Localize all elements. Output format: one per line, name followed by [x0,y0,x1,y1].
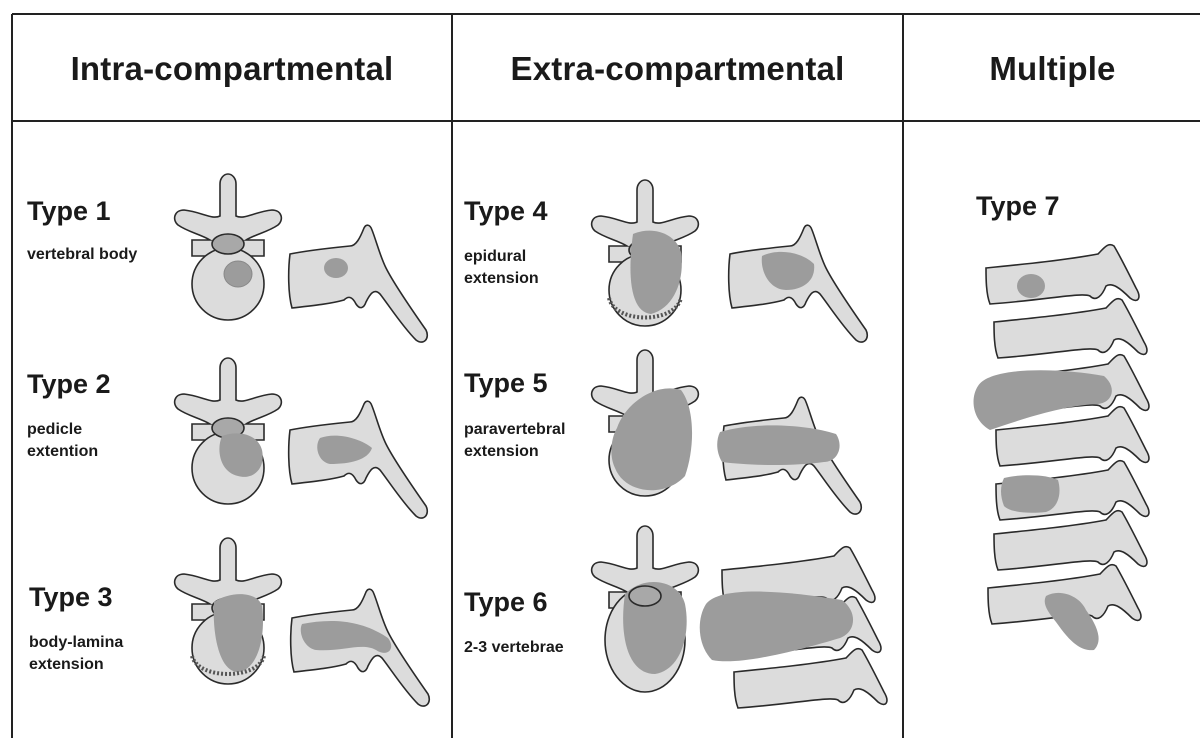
type-5-axial-view [592,350,699,496]
type-3-axial-view [175,538,282,684]
type-2-lateral-view [289,401,428,518]
type-1-lateral-view [289,225,428,342]
type-2-axial-view [175,358,282,504]
type-3-lateral-view [291,589,430,706]
type-7-lateral-stack [974,245,1149,650]
type-5-lateral-view [717,397,861,514]
type-6-lateral-stack [700,547,887,708]
type-6-axial-view [592,526,699,692]
type-4-lateral-view [729,225,868,342]
type-4-axial-view [592,180,699,326]
type-1-axial-view [175,174,282,320]
